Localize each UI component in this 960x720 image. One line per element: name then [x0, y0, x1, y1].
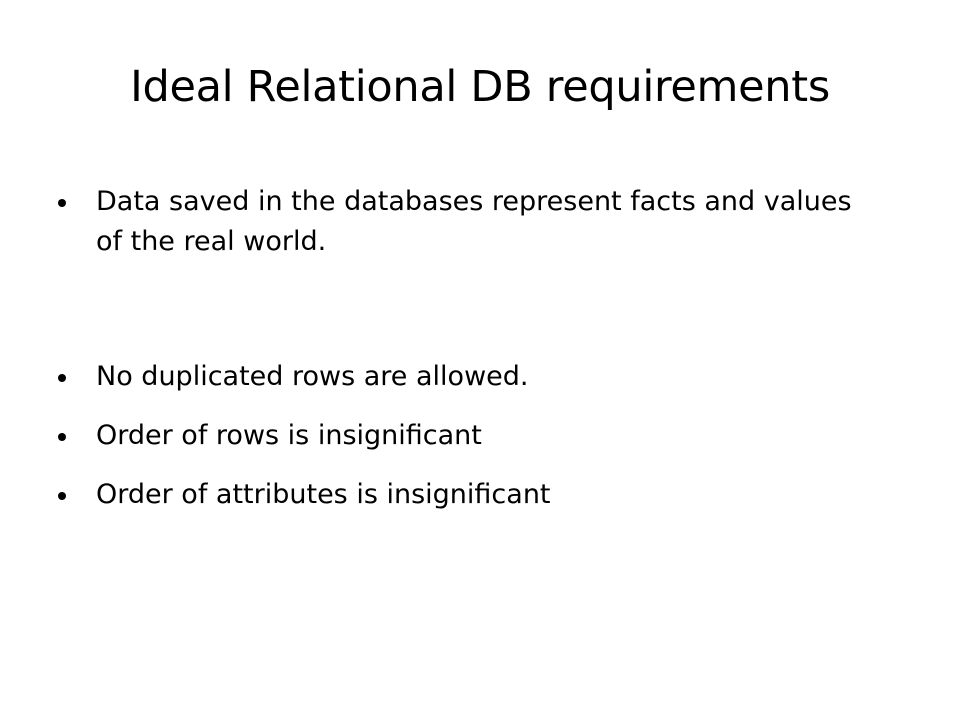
bullet-item: Data saved in the databases represent fa…	[58, 182, 878, 262]
bullet-dot-icon	[58, 199, 66, 207]
bullet-item: Order of rows is insignificant	[58, 416, 878, 456]
bullet-dot-icon	[58, 492, 66, 500]
slide-title: Ideal Relational DB requirements	[130, 62, 830, 112]
bullet-item: No duplicated rows are allowed.	[58, 357, 878, 397]
bullet-text: Data saved in the databases represent fa…	[96, 186, 852, 257]
bullet-dot-icon	[58, 374, 66, 382]
bullet-text: Order of rows is insignificant	[96, 420, 482, 451]
bullet-dot-icon	[58, 433, 66, 441]
bullet-text: No duplicated rows are allowed.	[96, 361, 529, 392]
bullet-list-primary: Data saved in the databases represent fa…	[58, 182, 878, 262]
bullet-item: Order of attributes is insignificant	[58, 475, 878, 515]
bullet-text: Order of attributes is insignificant	[96, 479, 551, 510]
bullet-list-secondary: No duplicated rows are allowed. Order of…	[58, 357, 878, 515]
